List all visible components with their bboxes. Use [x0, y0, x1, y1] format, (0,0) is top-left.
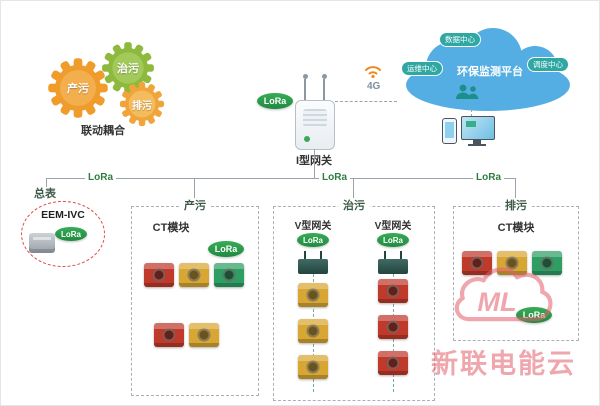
meter-device-label: EEM-IVC [41, 209, 85, 221]
v-gateway-label: V型网关 [374, 221, 412, 232]
gear-icon [102, 42, 154, 94]
ct-module-hole [197, 328, 211, 342]
lora-badge-treat-col1: LoRa [297, 233, 329, 247]
zone-produce-label: 产污 [179, 199, 211, 213]
cloud-bubble-data-center: 数据中心 [439, 32, 481, 47]
gear-treat-label: 治污 [117, 63, 139, 75]
ct-module-red [462, 251, 492, 275]
ct-module-hole [470, 256, 484, 270]
ct-module-red [378, 351, 408, 375]
wifi-icon [363, 63, 383, 84]
gear-produce-icon: 产污 [47, 57, 109, 119]
meter-dashed-ellipse [21, 201, 105, 267]
ct-module-yellow [497, 251, 527, 275]
monitor-icon [461, 116, 495, 145]
ct-module-yellow [189, 323, 219, 347]
zone-discharge-label: 排污 [500, 199, 532, 213]
phone-icon [442, 118, 457, 144]
gear-treat-icon: 治污 [101, 41, 155, 95]
v-gateway-label: V型网关 [294, 221, 332, 232]
zone-treat-label: 治污 [338, 199, 370, 213]
ct-module-red [378, 279, 408, 303]
ct-module-hole [222, 268, 236, 282]
cloud-client-dashed-line [471, 109, 472, 117]
cloud-title: 环保监测平台 [457, 66, 523, 78]
ct-module-hole [306, 324, 320, 338]
ct-module-row [144, 263, 244, 287]
lora-badge-treat-col2: LoRa [377, 233, 409, 247]
meter-drop-line [46, 178, 47, 190]
gateway-device [295, 100, 335, 150]
bus-lora-mid: LoRa [319, 172, 350, 184]
ct-module-column [298, 283, 328, 379]
zone-treat: 治污 V型网关 LoRa V型网关 LoRa [273, 199, 435, 401]
lora-badge-gateway: LoRa [257, 93, 293, 109]
ct-module-hole [386, 320, 400, 334]
lora-badge-meter: LoRa [55, 227, 87, 241]
gateway-drop-line [314, 149, 315, 178]
network-4g-label: 4G [367, 81, 381, 92]
bus-lora-right: LoRa [473, 172, 504, 184]
ct-module-red [144, 263, 174, 287]
ct-module-hole [306, 360, 320, 374]
cloud-bubble-ops-center: 运维中心 [401, 61, 443, 76]
ct-module-column [378, 279, 408, 375]
gear-icon [119, 81, 165, 127]
meter-device-icon [29, 233, 55, 253]
zone-discharge: 排污 CT模块 LoRa [453, 199, 579, 341]
ct-module-yellow [298, 355, 328, 379]
gear-icon [48, 58, 108, 118]
gear-discharge-label: 排污 [132, 100, 152, 112]
gear-caption: 联动耦合 [81, 125, 125, 137]
ct-module-label: CT模块 [152, 222, 190, 234]
bus-lora-left: LoRa [85, 172, 116, 184]
monitor-base [468, 144, 486, 146]
users-icon [453, 83, 483, 106]
ct-module-hole [386, 356, 400, 370]
ct-module-hole [306, 288, 320, 302]
ct-module-red [154, 323, 184, 347]
lora-bus-line [46, 178, 516, 179]
v-gateway-device [378, 251, 408, 274]
meter-section-label: 总表 [29, 187, 61, 201]
watermark-text: 新联电能云 [431, 349, 576, 379]
ct-module-hole [187, 268, 201, 282]
zone-produce: 产污 CT模块 LoRa [131, 199, 259, 396]
discharge-drop-line [515, 178, 516, 198]
lora-badge-discharge: LoRa [516, 307, 552, 323]
ct-module-hole [162, 328, 176, 342]
ct-module-red [378, 315, 408, 339]
ct-module-row [462, 251, 562, 275]
ct-module-yellow [298, 319, 328, 343]
ct-module-hole [505, 256, 519, 270]
gear-discharge-icon: 排污 [119, 81, 165, 127]
cloud-bubble-dispatch-center: 调度中心 [527, 57, 569, 72]
uplink-dashed-line [335, 101, 397, 102]
ct-module-row [154, 323, 219, 347]
produce-drop-line [194, 178, 195, 198]
lora-badge-produce: LoRa [208, 241, 244, 257]
gear-produce-label: 产污 [67, 83, 89, 95]
ct-module-green [214, 263, 244, 287]
ct-module-hole [386, 284, 400, 298]
ct-module-hole [540, 256, 554, 270]
ct-module-yellow [298, 283, 328, 307]
treat-drop-line [353, 178, 354, 198]
ct-module-hole [152, 268, 166, 282]
antenna-icon [321, 74, 327, 101]
ct-module-yellow [179, 263, 209, 287]
ct-module-label: CT模块 [497, 222, 535, 234]
antenna-icon [302, 74, 308, 101]
ct-module-green [532, 251, 562, 275]
v-gateway-device [298, 251, 328, 274]
